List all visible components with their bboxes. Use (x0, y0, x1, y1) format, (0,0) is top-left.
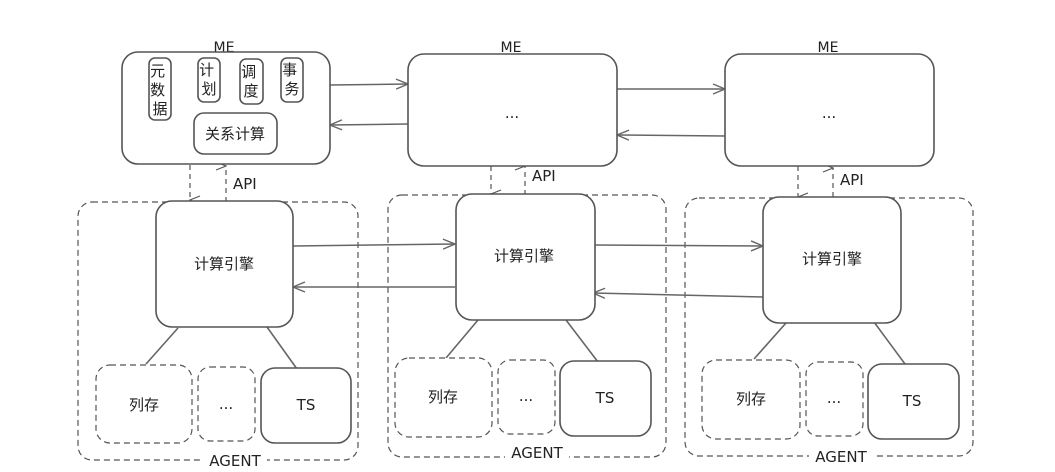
api-links-3: API (798, 166, 864, 197)
module-box[interactable] (197, 57, 221, 103)
agent-label-bg (809, 447, 873, 463)
me-links (330, 84, 725, 136)
module-box[interactable] (239, 58, 264, 105)
ts-box[interactable] (260, 367, 352, 444)
engine-to-ts-line (565, 319, 599, 363)
module-box[interactable] (148, 57, 172, 121)
storage-links (145, 319, 906, 370)
engine-to-ts-line (873, 321, 906, 365)
module-relational-compute[interactable]: 关系计算 (193, 112, 278, 155)
engine2-to-engine3-arrow (594, 245, 763, 246)
other-storage-label: ... (827, 389, 841, 407)
module-plan[interactable]: 计 划 (197, 57, 221, 103)
other-storage-label: ... (219, 395, 233, 413)
columnstore-label: 列存 (129, 396, 159, 414)
module-box[interactable] (280, 57, 304, 103)
other-storage-label: ... (519, 387, 533, 405)
engine-links (293, 244, 763, 297)
ts-box[interactable] (559, 360, 652, 437)
me-title: ME (501, 40, 522, 56)
engine-box[interactable] (455, 193, 596, 321)
agent-label-bg (505, 443, 569, 459)
ts-label: TS (296, 396, 316, 414)
engine-to-columnstore-line (753, 322, 787, 360)
api-label: API (840, 171, 864, 189)
ts-label: TS (902, 392, 922, 410)
storage-row-1: 列存 ... TS (95, 364, 352, 444)
me-box[interactable] (724, 53, 935, 167)
other-storage-box[interactable] (805, 361, 864, 437)
module-label: 元 数 据 (150, 62, 170, 118)
engine-label: 计算引擎 (802, 250, 862, 268)
storage-row-3: 列存 ... TS (701, 359, 960, 440)
engine-to-columnstore-line (145, 327, 179, 365)
other-storage-box[interactable] (197, 366, 256, 442)
api-label: API (532, 167, 556, 185)
module-label: 计 划 (199, 61, 219, 98)
me-node-1[interactable]: ME 元 数 据 计 划 调 度 (121, 40, 331, 165)
me1-to-me2-arrow (329, 84, 408, 85)
engine-box[interactable] (762, 196, 902, 324)
me3-to-me2-arrow (617, 135, 726, 136)
me-box[interactable] (407, 53, 618, 167)
me2-to-me1-arrow (330, 124, 409, 125)
module-schedule[interactable]: 调 度 (239, 58, 264, 105)
agent-label: AGENT (815, 448, 867, 466)
me-title: ME (818, 40, 839, 56)
module-box[interactable] (193, 112, 278, 155)
module-metadata[interactable]: 元 数 据 (148, 57, 172, 121)
columnstore-label: 列存 (428, 388, 458, 406)
ts-label: TS (595, 389, 615, 407)
engine-box[interactable] (155, 200, 294, 328)
module-label: 事 务 (282, 61, 302, 98)
me-node-3[interactable]: ME ... (724, 40, 935, 167)
compute-engine-3[interactable]: 计算引擎 (762, 196, 902, 324)
engine-label: 计算引擎 (494, 247, 554, 265)
api-links-1: API (190, 165, 257, 202)
agent-label: AGENT (209, 452, 261, 470)
api-label: API (233, 175, 257, 193)
agent-label-bg (203, 452, 267, 468)
columnstore-box[interactable] (701, 359, 801, 440)
columnstore-box[interactable] (394, 357, 493, 438)
me-node-2[interactable]: ME ... (407, 40, 618, 167)
me-content-ellipsis: ... (505, 104, 519, 122)
me-content-ellipsis: ... (822, 104, 836, 122)
columnstore-box[interactable] (95, 364, 193, 444)
ts-box[interactable] (867, 363, 960, 440)
me-box[interactable] (121, 51, 331, 165)
other-storage-box[interactable] (497, 359, 556, 435)
compute-engine-1[interactable]: 计算引擎 (155, 200, 294, 328)
engine3-to-engine2-arrow (593, 293, 764, 297)
api-links-2: API (491, 166, 556, 195)
agent-label: AGENT (511, 444, 563, 462)
module-transaction[interactable]: 事 务 (280, 57, 304, 103)
columnstore-label: 列存 (736, 390, 766, 408)
module-label: 调 度 (241, 63, 261, 100)
compute-engine-2[interactable]: 计算引擎 (455, 193, 596, 321)
engine-label: 计算引擎 (194, 255, 254, 273)
engine1-to-engine2-arrow (292, 244, 455, 246)
module-label: 关系计算 (205, 125, 265, 143)
storage-row-2: 列存 ... TS (394, 357, 652, 438)
engine-to-columnstore-line (445, 319, 479, 359)
engine-to-ts-line (266, 326, 298, 370)
